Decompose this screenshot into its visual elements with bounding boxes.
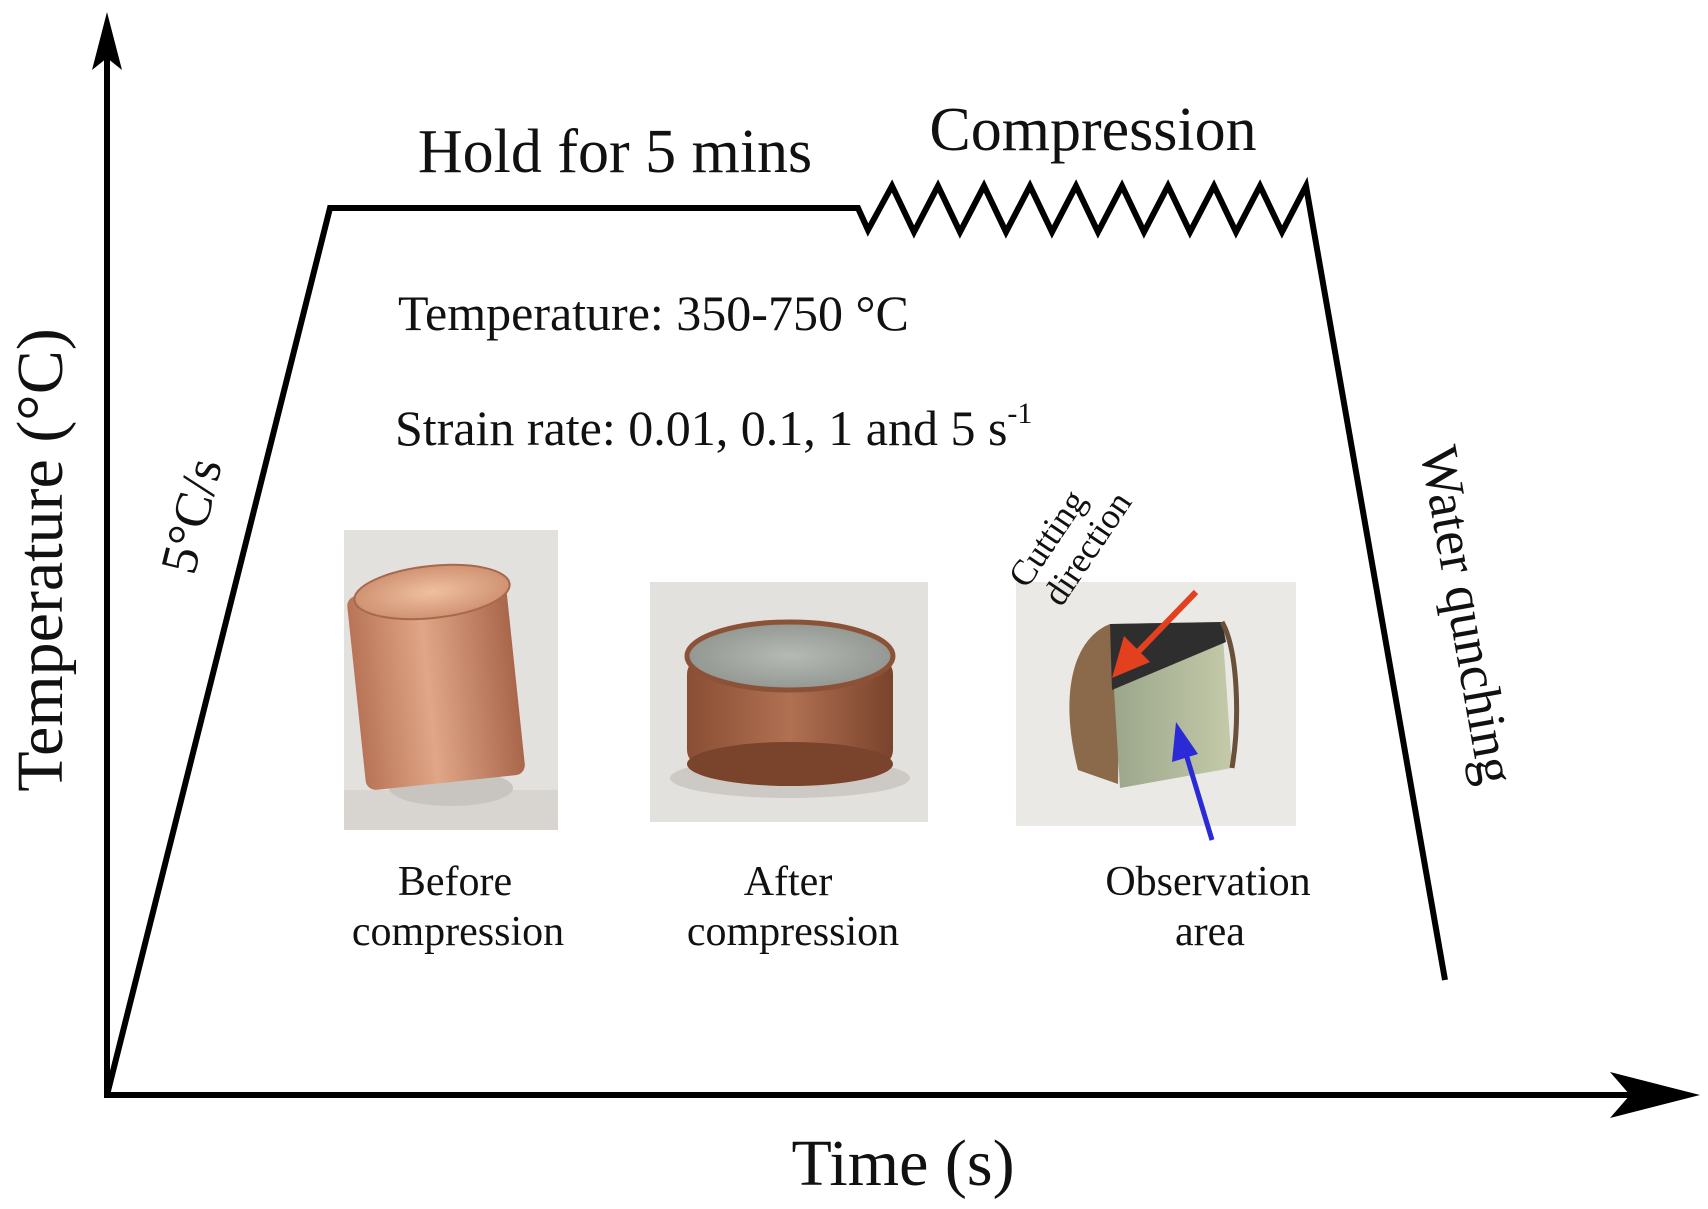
after-caption-line1: After [744, 859, 833, 905]
strain-rate-exponent: -1 [1007, 397, 1032, 430]
x-axis-label: Time (s) [791, 1127, 1014, 1200]
before-caption-line2: compression [352, 909, 564, 955]
thermal-profile-line [104, 176, 1448, 1096]
quench-label: Water qunching [1408, 441, 1526, 788]
after-caption-line2: compression [687, 909, 899, 955]
axes [92, 12, 1700, 1118]
strain-rate-text: Strain rate: 0.01, 0.1, 1 and 5 s-1 [395, 397, 1032, 456]
hold-label: Hold for 5 mins [418, 118, 812, 186]
sample-before-photo [344, 530, 558, 830]
heating-rate-label: 5°C/s [150, 453, 233, 580]
temperature-range-text: Temperature: 350-750 °C [398, 285, 909, 341]
before-caption-line1: Before [398, 859, 512, 905]
compression-label: Compression [929, 96, 1256, 164]
x-axis-arrowhead [1610, 1072, 1700, 1118]
observation-caption-line1: Observation [1105, 859, 1310, 905]
sample-cut-photo [1016, 582, 1296, 826]
observation-area-arrow [1172, 722, 1215, 841]
y-axis-label: Temperature (°C) [4, 328, 77, 791]
cutting-direction-arrow [1112, 589, 1199, 678]
y-axis-arrowhead [92, 12, 122, 70]
sample-after-photo [650, 582, 928, 822]
strain-rate-values: Strain rate: 0.01, 0.1, 1 and 5 s [395, 400, 1007, 456]
observation-caption-line2: area [1175, 909, 1245, 955]
